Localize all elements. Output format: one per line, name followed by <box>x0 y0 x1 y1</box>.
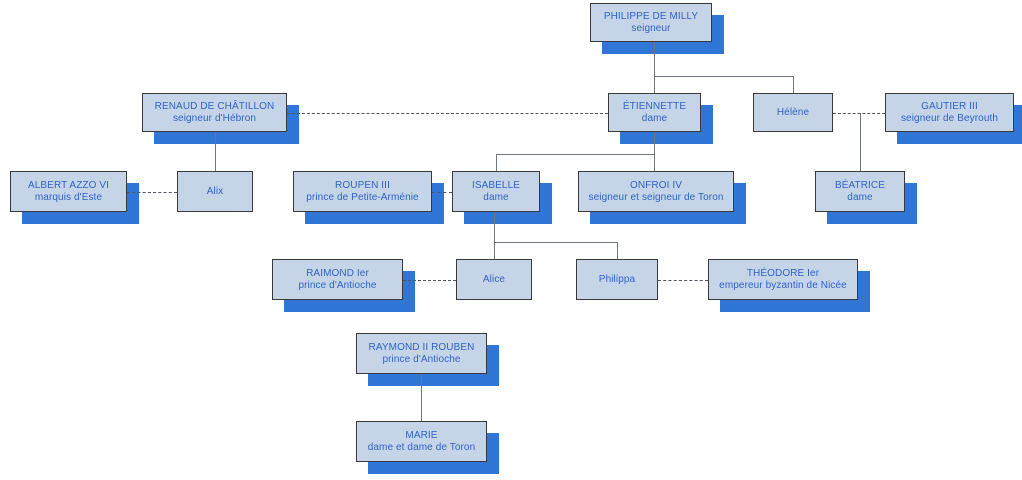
node-name: Alice <box>482 273 506 285</box>
node-etiennette[interactable]: ÉTIENNETTE dame <box>608 93 701 132</box>
node-title: dame et dame de Toron <box>367 441 476 453</box>
marriage-line-helene-gautier <box>833 113 885 114</box>
node-name: ROUPEN III <box>335 179 390 191</box>
descent-line-etiennette-to-isabelle <box>496 154 497 171</box>
node-name: RAIMOND Ier <box>306 267 369 279</box>
marriage-line-raimond-alice <box>403 280 456 281</box>
descent-line-etiennette <box>654 132 655 154</box>
node-alix[interactable]: Alix <box>177 171 253 212</box>
descent-line-isabelle-to-alice <box>494 242 495 259</box>
node-roupen-iii[interactable]: ROUPEN III prince de Petite-Arménie <box>293 171 432 212</box>
descent-line-raymond2-to-marie <box>421 374 422 421</box>
node-name: ISABELLE <box>471 179 521 191</box>
node-raimond-ier[interactable]: RAIMOND Ier prince d'Antioche <box>272 259 403 300</box>
node-philippa[interactable]: Philippa <box>576 259 658 300</box>
node-name: ONFROI IV <box>629 179 682 191</box>
node-philippe-de-milly[interactable]: PHILIPPE DE MILLY seigneur <box>590 3 712 42</box>
node-title: empereur byzantin de Nicée <box>719 279 847 291</box>
node-title: dame <box>847 191 873 203</box>
node-title: prince d'Antioche <box>298 279 377 291</box>
node-isabelle[interactable]: ISABELLE dame <box>452 171 540 212</box>
descent-line-gautier-to-beatrice <box>860 113 861 171</box>
marriage-line-philippa-theodore <box>658 280 708 281</box>
node-renaud-de-chatillon[interactable]: RENAUD DE CHÂTILLON seigneur d'Hébron <box>142 93 287 132</box>
node-title: seigneur de Beyrouth <box>900 112 999 124</box>
node-theodore-ier[interactable]: THÉODORE Ier empereur byzantin de Nicée <box>708 259 858 300</box>
node-title: seigneur <box>631 22 671 34</box>
node-title: prince d'Antioche <box>382 353 461 365</box>
descent-line-philippe <box>654 42 655 76</box>
node-title: dame <box>641 112 668 124</box>
node-name: Philippa <box>598 273 636 285</box>
marriage-line-roupen-isabelle <box>432 192 452 193</box>
node-name: BÉATRICE <box>834 179 886 191</box>
node-helene[interactable]: Hélène <box>753 93 833 132</box>
descent-line-isabelle-to-philippa <box>617 242 618 259</box>
node-name: Alix <box>206 185 224 197</box>
node-albert-azzo-vi[interactable]: ALBERT AZZO VI marquis d'Este <box>10 171 127 212</box>
node-name: ÉTIENNETTE <box>622 100 687 112</box>
branch-bar-etiennette <box>496 154 655 155</box>
node-gautier-iii[interactable]: GAUTIER III seigneur de Beyrouth <box>885 93 1014 132</box>
marriage-line-renaud-etiennette <box>287 113 608 114</box>
branch-bar-isabelle <box>494 242 618 243</box>
node-beatrice[interactable]: BÉATRICE dame <box>815 171 905 212</box>
node-title: dame <box>483 191 509 203</box>
node-name: PHILIPPE DE MILLY <box>603 10 699 22</box>
node-alice[interactable]: Alice <box>456 259 532 300</box>
node-name: RAYMOND II ROUBEN <box>368 341 475 353</box>
node-name: THÉODORE Ier <box>746 267 820 279</box>
node-raymond-ii-rouben[interactable]: RAYMOND II ROUBEN prince d'Antioche <box>356 333 487 374</box>
node-title: seigneur et seigneur de Toron <box>588 191 724 203</box>
descent-line-etiennette-to-onfroi <box>654 154 655 171</box>
node-marie[interactable]: MARIE dame et dame de Toron <box>356 421 487 462</box>
node-onfroi-iv[interactable]: ONFROI IV seigneur et seigneur de Toron <box>578 171 734 212</box>
branch-bar-philippe <box>654 76 794 77</box>
descent-line-philippe-to-helene <box>793 76 794 93</box>
descent-line-isabelle <box>494 212 495 242</box>
node-title: marquis d'Este <box>34 191 103 203</box>
node-name: MARIE <box>405 429 438 441</box>
marriage-line-albert-alix <box>127 192 177 193</box>
node-name: Hélène <box>776 106 810 118</box>
node-name: ALBERT AZZO VI <box>27 179 110 191</box>
descent-line-renaud-to-alix <box>215 132 216 171</box>
node-name: RENAUD DE CHÂTILLON <box>154 100 275 112</box>
node-title: seigneur d'Hébron <box>172 112 257 124</box>
descent-line-philippe-to-etiennette <box>654 76 655 93</box>
node-name: GAUTIER III <box>921 100 978 112</box>
node-title: prince de Petite-Arménie <box>306 191 419 203</box>
